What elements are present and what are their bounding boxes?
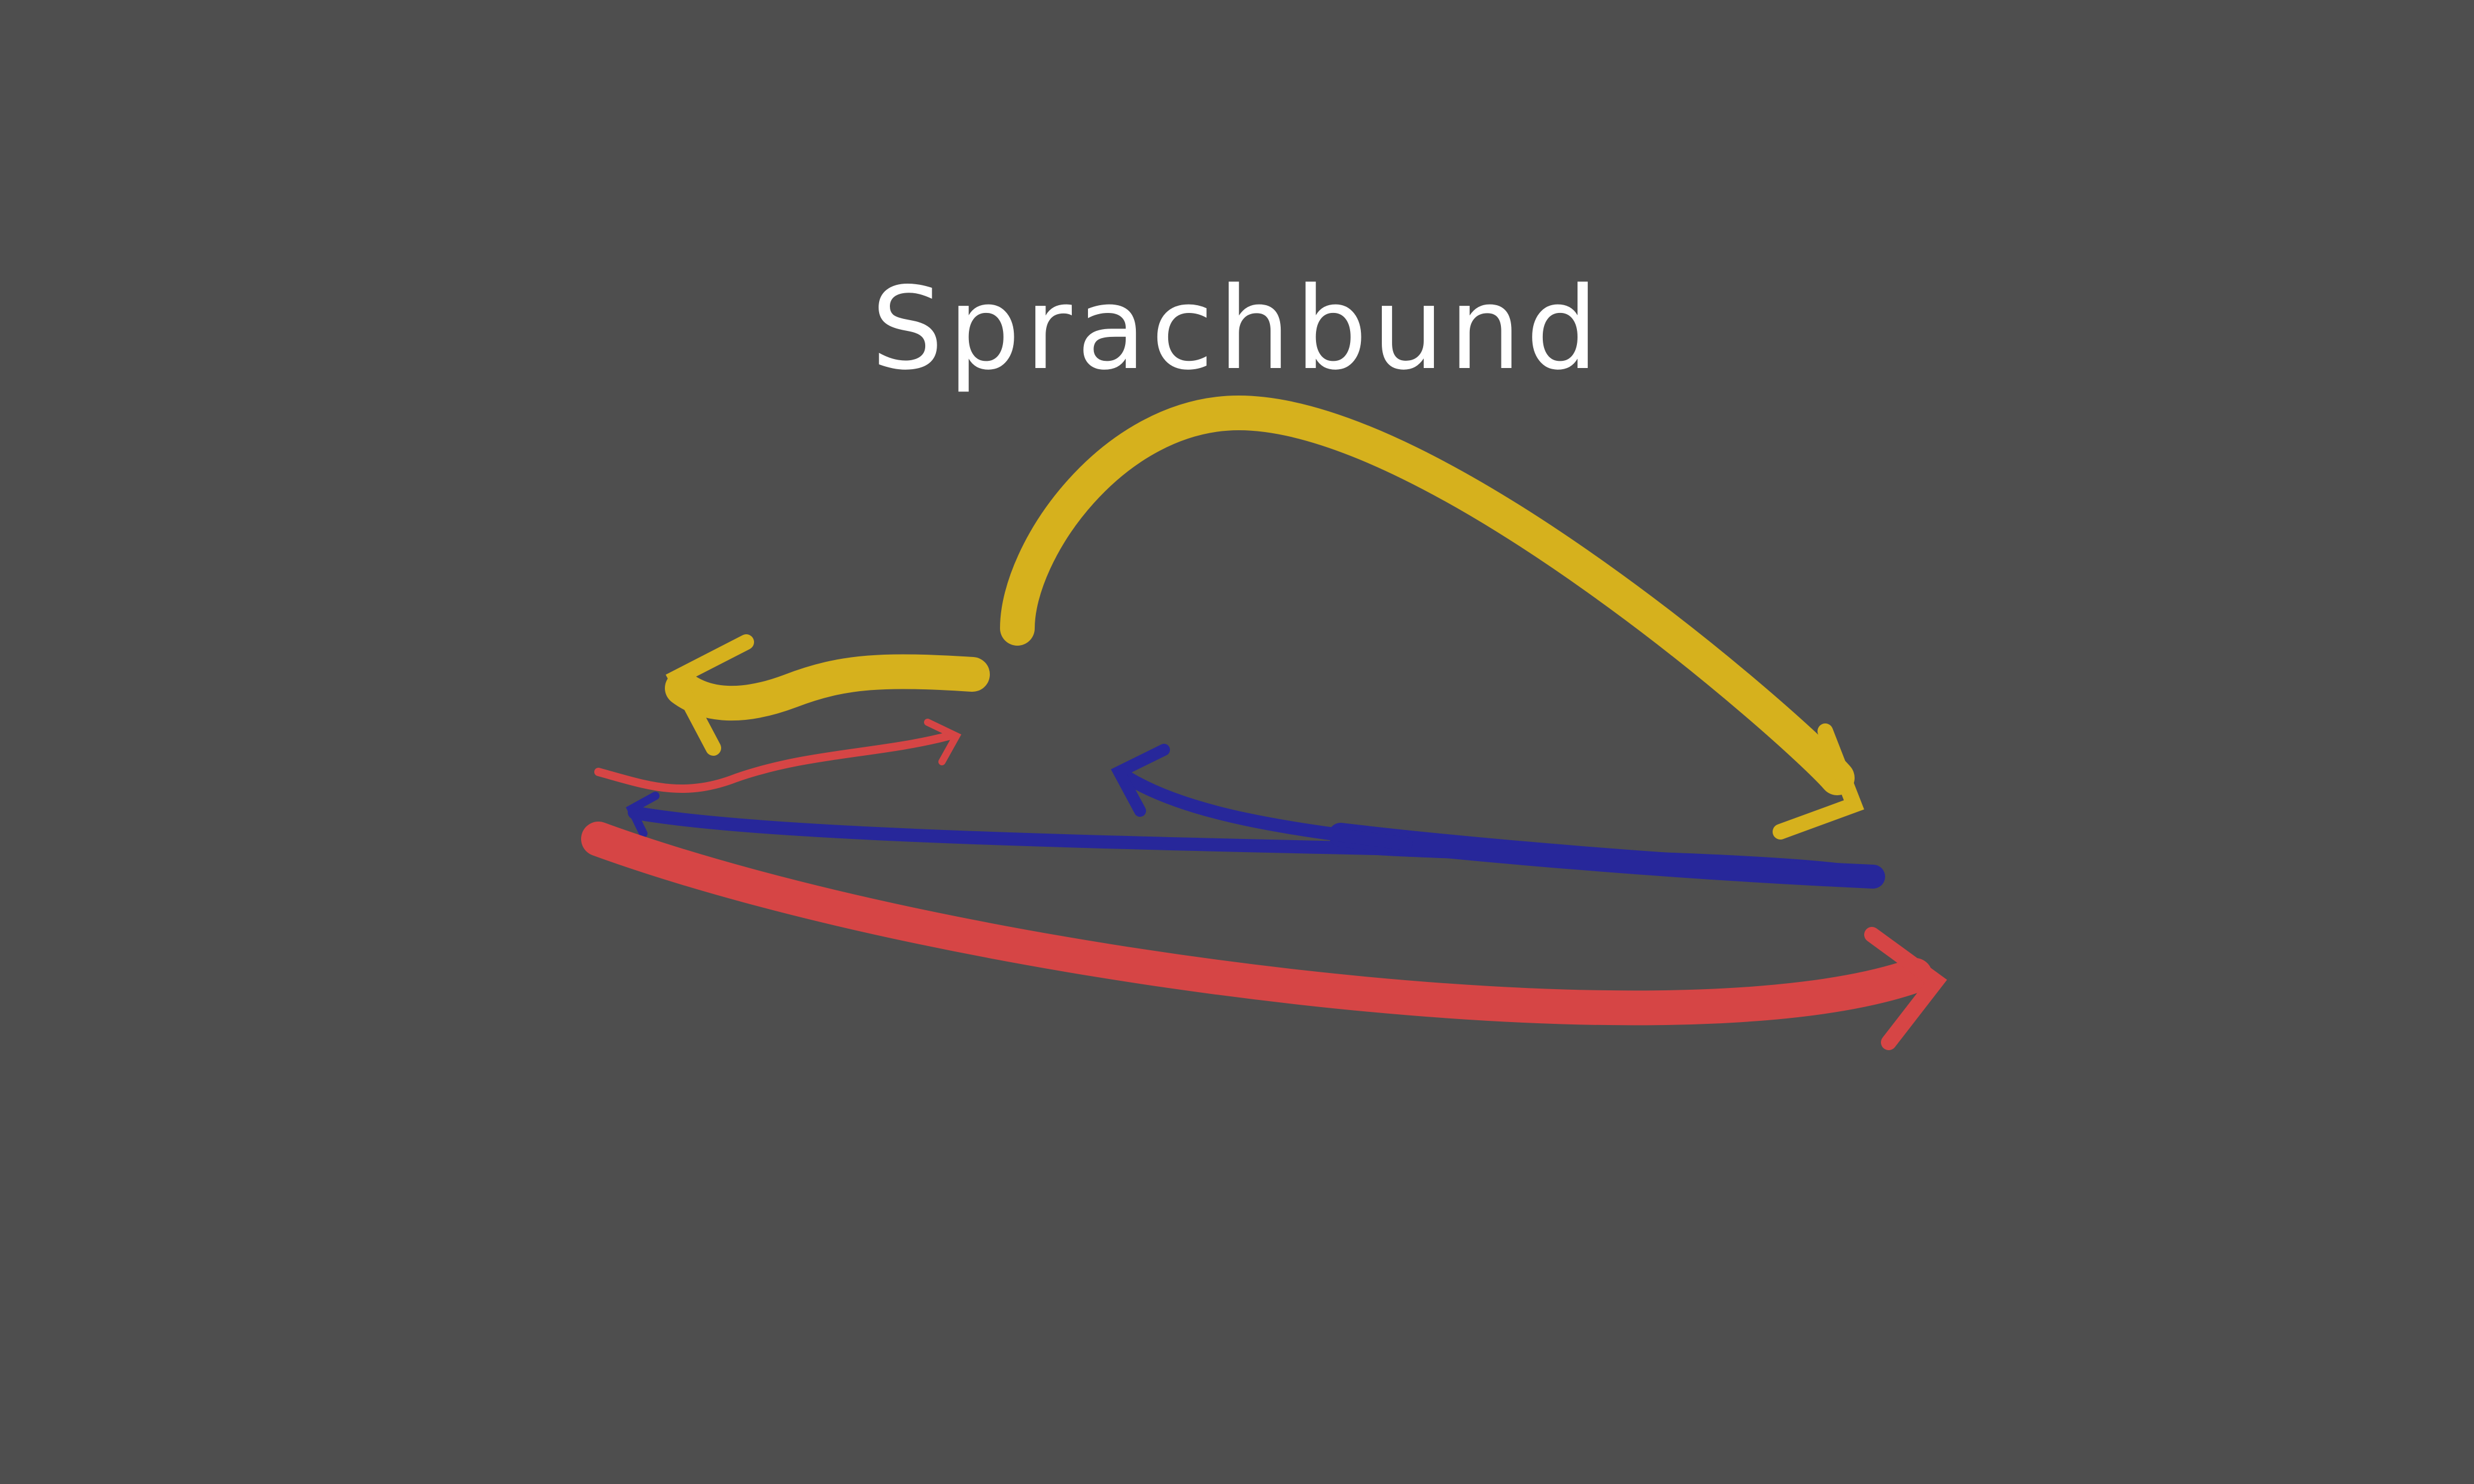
yellow-arc-arrow [1000,395,1864,840]
red-long-arrow [581,822,1947,1050]
diagram-title: Sprachbund [871,263,1603,395]
yellow-wave-arrow [665,634,990,756]
red-wave-arrow [594,719,962,793]
blue-long-arrow [625,744,1885,889]
